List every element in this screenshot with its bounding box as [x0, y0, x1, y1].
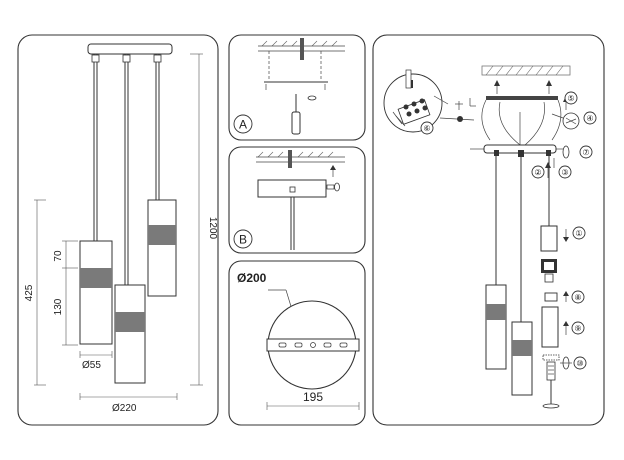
step-a-label: A — [239, 118, 247, 132]
step-6: ⑥ — [423, 124, 430, 133]
step-1: ① — [575, 229, 582, 238]
canopy — [87, 43, 173, 55]
step-4: ④ — [586, 114, 593, 123]
dim-shade-diameter: Ø55 — [82, 360, 101, 371]
step-10: ⑩ — [576, 359, 583, 368]
step-2: ② — [534, 168, 541, 177]
step-5: ⑤ — [567, 94, 574, 103]
dim-drop-height: 425 — [24, 284, 35, 301]
bracket-panel: Ø200 195 — [228, 260, 366, 426]
bracket-diameter: Ø200 — [237, 271, 267, 285]
exploded-parts: ① ⑧ ⑨ ⑩ — [540, 225, 587, 409]
pendant-shade-left — [79, 240, 113, 345]
screwdriver-icon — [291, 94, 301, 135]
step-9: ⑨ — [574, 324, 581, 333]
bracket-width: 195 — [303, 390, 323, 404]
step-8: ⑧ — [574, 293, 581, 302]
step-b-label: B — [239, 233, 247, 247]
step-3: ③ — [561, 168, 568, 177]
dim-total-height: 1200 — [207, 217, 218, 240]
assembled-pendant-middle — [511, 321, 533, 396]
dim-part-top: 70 — [53, 250, 64, 262]
step-b-panel: B — [228, 146, 366, 254]
pendant-shade-middle — [114, 284, 146, 384]
dim-canopy-diameter: Ø220 — [112, 403, 137, 414]
assembly-panel: ⑤ ⑥ — [372, 34, 605, 426]
step-a-panel: A — [228, 34, 366, 141]
step-7: ⑦ — [582, 148, 589, 157]
assembled-pendant-left — [485, 284, 507, 370]
pendant-shade-right — [147, 199, 177, 297]
terminal-block — [397, 98, 431, 125]
dimensions-panel: 425 70 130 Ø55 Ø220 1200 — [17, 34, 219, 426]
dim-part-bottom: 130 — [53, 298, 64, 315]
